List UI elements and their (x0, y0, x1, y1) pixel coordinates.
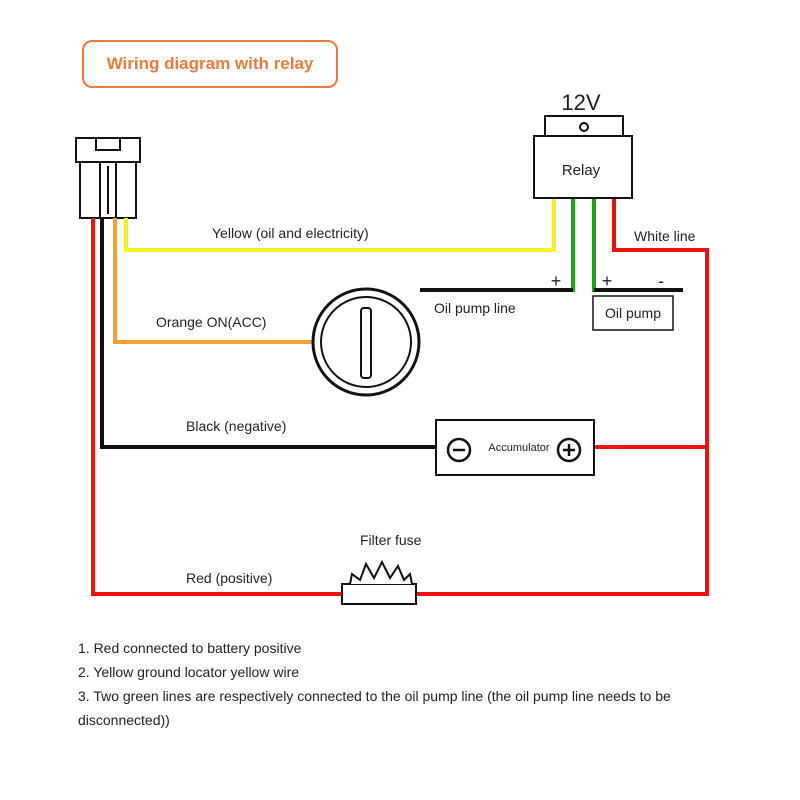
relay-label: Relay (562, 162, 601, 179)
relay-cap (544, 115, 624, 137)
red-wire-left (91, 218, 342, 596)
note-item: 3. Two green lines are respectively conn… (78, 688, 671, 728)
oil-pump-minus-sign: - (658, 271, 664, 291)
accumulator: Accumulator (435, 419, 595, 476)
relay: Relay (533, 115, 633, 199)
fuse-element-icon (349, 559, 413, 585)
orange-wire-label: Orange ON(ACC) (156, 314, 266, 330)
relay-body (533, 135, 633, 199)
note-item: 1. Red connected to battery positive (78, 640, 302, 656)
connector-latch (95, 137, 121, 151)
accumulator-label: Accumulator (488, 442, 549, 454)
connector-slot (99, 161, 117, 219)
instruction-notes: 1. Red connected to battery positive 2. … (78, 636, 738, 732)
connector (75, 137, 141, 219)
black-wire-label: Black (negative) (186, 418, 286, 434)
filter-fuse-label: Filter fuse (360, 532, 422, 548)
orange-wire (113, 218, 313, 344)
oil-pump-label: Oil pump (605, 305, 661, 321)
oil-pump: Oil pump (592, 295, 674, 331)
yellow-wire (124, 198, 556, 252)
black-wire (100, 218, 438, 449)
voltage-label: 12V (561, 90, 600, 115)
oil-pump-line-label: Oil pump line (434, 300, 516, 316)
diagram-title: Wiring diagram with relay (82, 40, 338, 88)
ignition-switch (311, 287, 421, 397)
note-item: 2. Yellow ground locator yellow wire (78, 664, 300, 680)
oil-pump-box (592, 295, 674, 331)
fuse-body (341, 583, 417, 605)
white-line-label: White line (634, 228, 696, 244)
oil-pump-line-plus-sign: + (551, 271, 562, 291)
oil-pump-plus-sign: + (602, 271, 613, 291)
red-wire-right (416, 198, 709, 596)
relay-mount-hole (579, 122, 589, 132)
red-wire-label: Red (positive) (186, 570, 272, 586)
diagram-title-text: Wiring diagram with relay (106, 54, 314, 73)
ignition-key-slot (360, 307, 372, 379)
yellow-wire-label: Yellow (oil and electricity) (212, 225, 369, 241)
filter-fuse (341, 559, 417, 605)
